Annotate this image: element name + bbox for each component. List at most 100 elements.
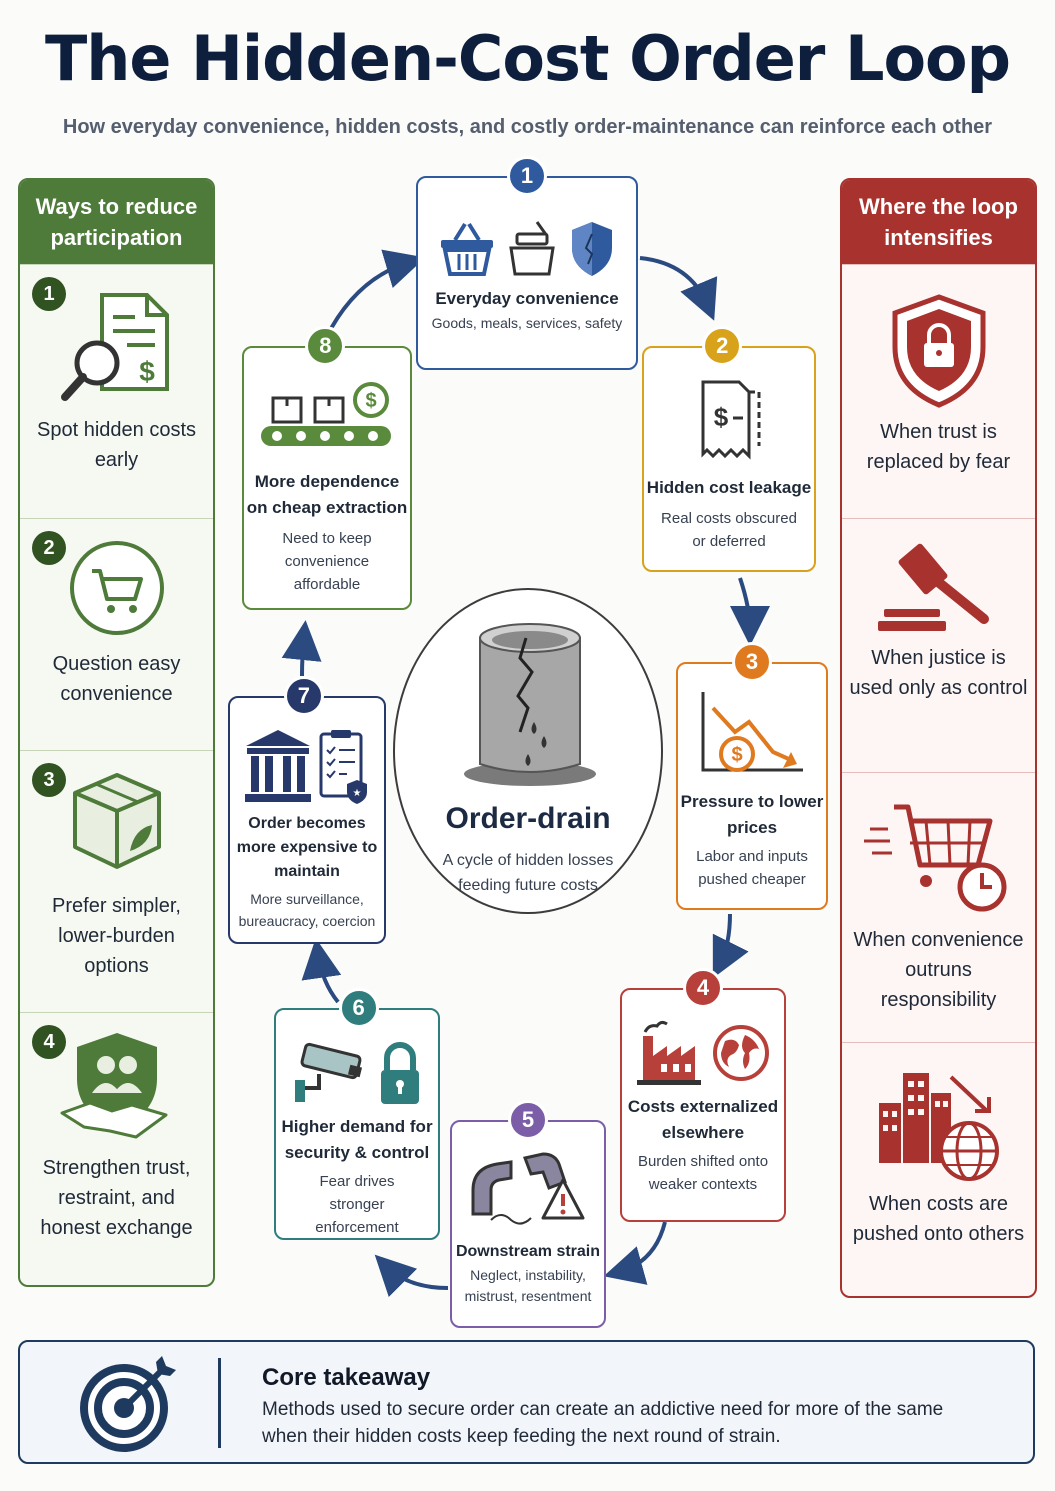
reduce-item-label: Spot hidden costs early [37,419,196,471]
arrow-8-to-1 [324,249,426,339]
step-description: Real costs obscured or deferred [661,510,797,550]
reduce-item-1: 1 $ Spot hidden costs early [20,264,213,518]
broken-pipe-warning-icon [471,1152,585,1225]
intensifies-item-label: When justice is used only as control [849,647,1028,699]
step-number-badge: 2 [702,326,743,366]
shopping-cart-icon [69,541,164,635]
reduce-item-number: 1 [32,277,66,311]
intensifies-item-2: When justice is used only as control [842,518,1035,772]
step-description: Burden shifted onto weaker contexts [637,1153,769,1193]
step-title: Hidden cost leakage [646,478,812,497]
order-drain-center: Order-drain A cycle of hidden losses fee… [393,588,663,914]
hidden-receipt-icon: $ [701,380,761,460]
reduce-item-label: Prefer simpler, lower-burden options [52,895,181,977]
safety-shield-icon [572,222,612,276]
padlock-icon [381,1042,419,1104]
arrow-4-to-5 [603,1221,667,1285]
cart-clock-icon [863,804,1006,912]
step-4-icons [622,1018,784,1088]
buildings-globe-icon [878,1073,999,1181]
reduce-panel-heading: Ways to reduce participation [20,180,213,264]
reduce-item-number: 3 [32,763,66,797]
svg-text:$: $ [139,356,155,387]
arrow-7-to-8 [281,620,322,677]
page-subtitle: How everyday convenience, hidden costs, … [62,116,993,138]
reduce-participation-panel: Ways to reduce participation 1 $ Spot hi… [18,178,215,1287]
document-magnifier-icon: $ [60,293,169,401]
reduce-item-number: 2 [32,531,66,565]
intensifies-panel-heading: Where the loop intensifies [842,180,1035,264]
basket-icon [441,222,493,276]
step-title: Higher demand for security & control [281,1117,433,1162]
step-card-1: 1 Everyday convenience [416,156,638,370]
reduce-item-2: 2 Question easy convenience [20,518,213,750]
step-description: Need to keep convenience affordable [282,530,372,593]
step-6-icons [276,1040,438,1110]
step-title: More dependence on cheap extraction [246,472,408,517]
factory-icon [637,1020,701,1085]
reduce-item-4: 4 Strengthen trust, restraint, and hones… [20,1012,213,1285]
step-number-badge: 3 [732,642,772,682]
takeaway-title: Core takeaway [262,1364,431,1391]
government-building-icon [245,730,311,802]
step-title: Downstream strain [455,1243,601,1260]
svg-text:$: $ [365,390,376,412]
step-7-icons: ★ [230,726,384,806]
arrow-1-to-2 [639,256,718,321]
svg-text:$: $ [714,402,729,432]
handshake-shield-icon [60,1033,167,1139]
reduce-item-3: 3 Prefer simpler, lower-burden options [20,750,213,1012]
center-title: Order-drain [445,802,611,835]
intensifies-item-1: When trust is replaced by fear [842,264,1035,518]
arrow-5-to-6 [374,1254,449,1298]
step-description: Fear drives stronger enforcement [315,1173,399,1236]
step-description: Goods, meals, services, safety [431,315,623,331]
step-1-icons [418,218,636,278]
security-camera-icon [295,1042,363,1102]
step-number-badge: 1 [507,156,547,196]
arrow-6-to-7 [301,938,342,1004]
intensifies-item-label: When costs are pushed onto others [852,1193,1025,1245]
step-card-2: 2 $ Hidden cost leakage Real costs obscu… [642,326,816,572]
step-card-7: 7 ★ Order becomes more expensive [228,676,386,944]
arrow-2-to-3 [729,577,770,646]
globe-icon [713,1025,769,1081]
intensifies-item-label: When convenience outruns responsibility [853,929,1024,1011]
step-title: Pressure to lower prices [680,792,824,837]
step-number-badge: 7 [283,676,324,716]
gavel-icon [877,543,989,631]
step-title: Everyday convenience [435,289,619,308]
loop-intensifies-panel: Where the loop intensifies When trust is… [840,178,1037,1298]
reduce-item-number: 4 [32,1025,66,1059]
takeaway-text: Methods used to secure order can create … [262,1399,944,1447]
meal-container-icon [509,221,555,276]
page-title: The Hidden-Cost Order Loop [44,22,1011,95]
step-title: Costs externalized elsewhere [627,1097,779,1142]
reduce-item-label: Question easy convenience [52,653,181,705]
falling-price-chart-icon: $ [701,692,803,772]
step-card-6: 6 Higher demand for security & control F… [274,988,440,1240]
takeaway-divider [218,1358,221,1448]
step-title: Order becomes more expensive to maintain [236,815,378,880]
reduce-item-label: Strengthen trust, restraint, and honest … [40,1157,193,1239]
box-leaf-icon [72,773,161,869]
intensifies-item-4: When costs are pushed onto others [842,1042,1035,1296]
step-card-8: 8 $ More dependence on cheap extraction … [242,326,412,610]
arrow-3-to-4 [712,913,749,979]
step-number-badge: 4 [683,968,723,1008]
step-card-4: 4 Costs externalized elsewhere Burden sh… [620,968,786,1222]
core-takeaway-box: Core takeaway Methods used to secure ord… [18,1340,1035,1464]
intensifies-item-label: When trust is replaced by fear [866,421,1011,473]
center-description: A cycle of hidden losses feeding future … [442,852,614,894]
step-card-3: 3 $ Pressure to lower prices Labor and i… [676,642,828,910]
step-description: More surveillance, bureaucracy, coercion [238,891,376,929]
step-description: Labor and inputs pushed cheaper [696,848,808,888]
cracked-drain-barrel-icon [464,623,596,786]
conveyor-belt-icon: $ [261,382,391,446]
step-card-5: 5 Downstream strain Neglect, instability… [450,1100,606,1328]
step-number-badge: 5 [508,1100,548,1140]
svg-text:$: $ [731,744,742,766]
svg-text:★: ★ [353,788,362,799]
target-icon [80,1356,176,1452]
